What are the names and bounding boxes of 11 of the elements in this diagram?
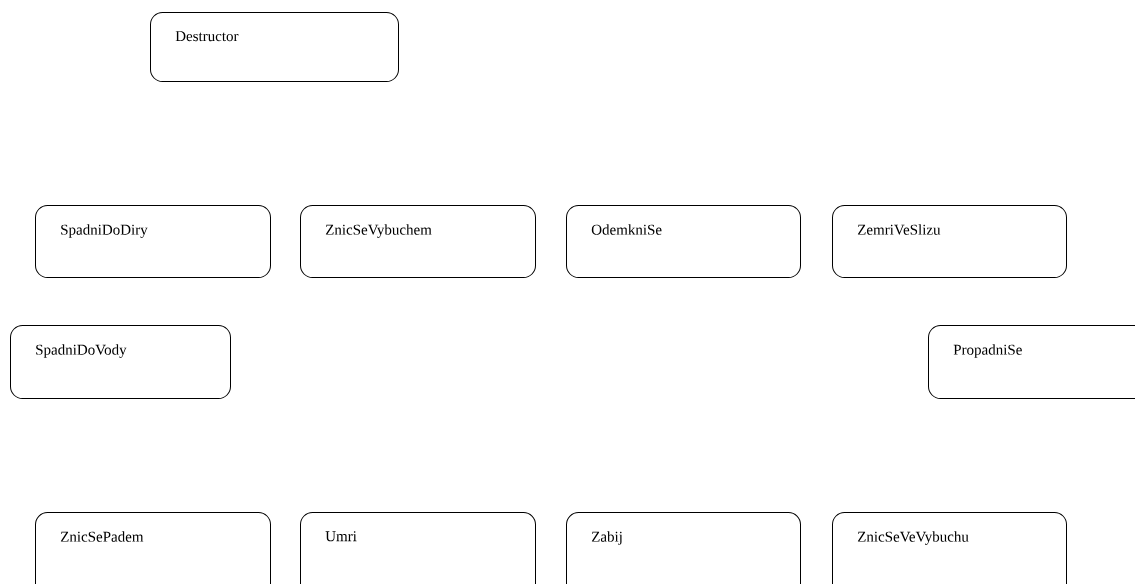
process-box: Destructor [150, 12, 399, 82]
process-box: ZnicSePadem [35, 512, 271, 584]
process-box: ZnicSeVeVybuchu [832, 512, 1067, 584]
process-box: Zabij [566, 512, 801, 584]
process-box: Umri [300, 512, 536, 584]
process-box: OdemkniSe [566, 205, 801, 278]
process-box: SpadniDoVody [10, 325, 231, 399]
process-box: ZemriVeSlizu [832, 205, 1067, 278]
process-box: SpadniDoDiry [35, 205, 271, 278]
process-box: ZnicSeVybuchem [300, 205, 536, 278]
process-box: PropadniSe [928, 325, 1135, 399]
